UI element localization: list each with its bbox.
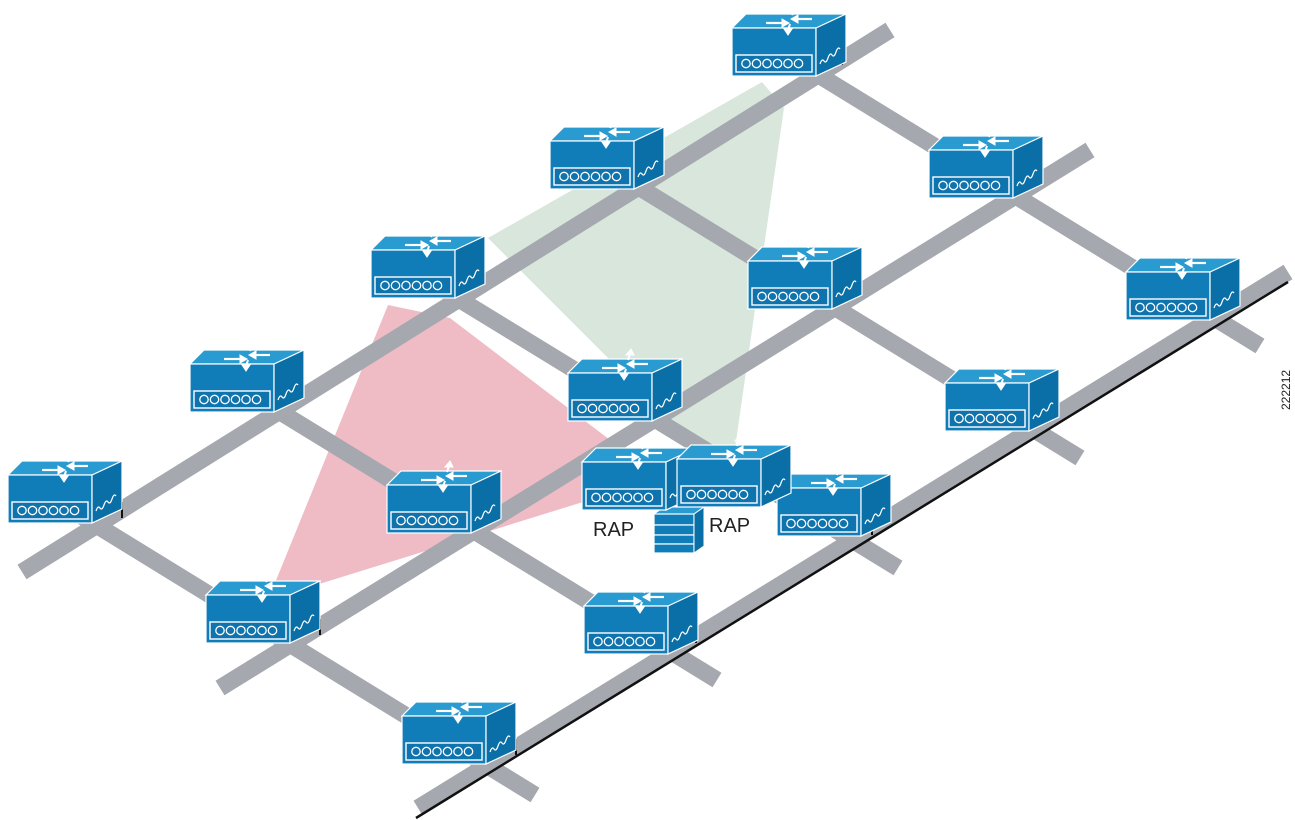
mesh-access-point-icon (1124, 246, 1242, 322)
rap-label-left: RAP (593, 519, 634, 541)
mesh-access-point-icon (746, 235, 864, 311)
root-access-point-icon (675, 433, 793, 509)
mesh-access-point-icon (369, 224, 487, 300)
mesh-access-point-icon (204, 569, 322, 645)
figure-id-label: 222212 (1279, 370, 1293, 410)
wired-cable (415, 280, 1289, 820)
mesh-access-point-icon (775, 462, 893, 538)
mesh-access-point-icon (6, 449, 124, 525)
rap-label-right: RAP (709, 515, 750, 537)
mesh-access-point-icon (385, 459, 503, 535)
mesh-access-point-icon (927, 124, 1045, 200)
mesh-access-point-icon (582, 580, 700, 656)
mesh-access-point-icon (730, 2, 848, 78)
mesh-access-point-icon (548, 115, 666, 191)
mesh-access-point-icon (943, 357, 1061, 433)
coverage-area-green (488, 82, 784, 450)
mesh-access-point-icon (566, 347, 684, 423)
mesh-access-point-icon (400, 690, 518, 766)
wired-network-stack-icon (652, 506, 706, 554)
mesh-access-point-icon (188, 338, 306, 414)
coverage-area-red (268, 305, 660, 600)
